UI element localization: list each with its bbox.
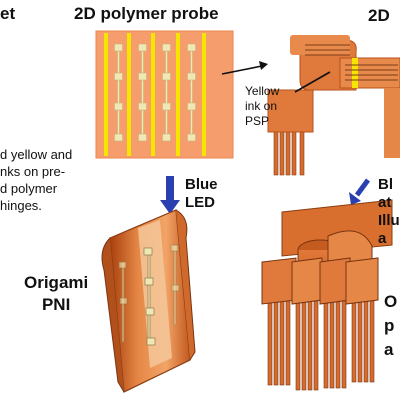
origami-pni-label: Origami PNI (24, 273, 89, 314)
yellow-ink-label: Yellow ink on PSP (245, 84, 280, 128)
bottom-right-label: O p a (384, 292, 398, 359)
blue-arrow-left (160, 176, 180, 214)
probe-shanks-bottom (267, 299, 375, 391)
probe-shanks-top (273, 129, 305, 176)
electrode-traces (114, 43, 196, 142)
blue-led-label: Blue LED (185, 176, 218, 211)
right-arrow-label: Bl at Illu a (378, 176, 400, 247)
blue-arrow-right (349, 178, 371, 205)
side-note: d yellow and nks on pre- d polymer hinge… (0, 147, 73, 213)
yellow-ink-pointer (221, 61, 268, 75)
origami-electrodes (118, 244, 180, 346)
polymer-probe-title: 2D polymer probe (74, 4, 219, 23)
yellow-ink-stripes (104, 33, 206, 156)
polymer-probe-sheet (95, 30, 234, 159)
flat-probe-right (267, 35, 400, 176)
origami-pni-device (101, 209, 196, 393)
origami-probe-folded (261, 199, 393, 391)
top-left-cut-label: et (0, 4, 16, 23)
right-top-title: 2D (368, 6, 390, 25)
